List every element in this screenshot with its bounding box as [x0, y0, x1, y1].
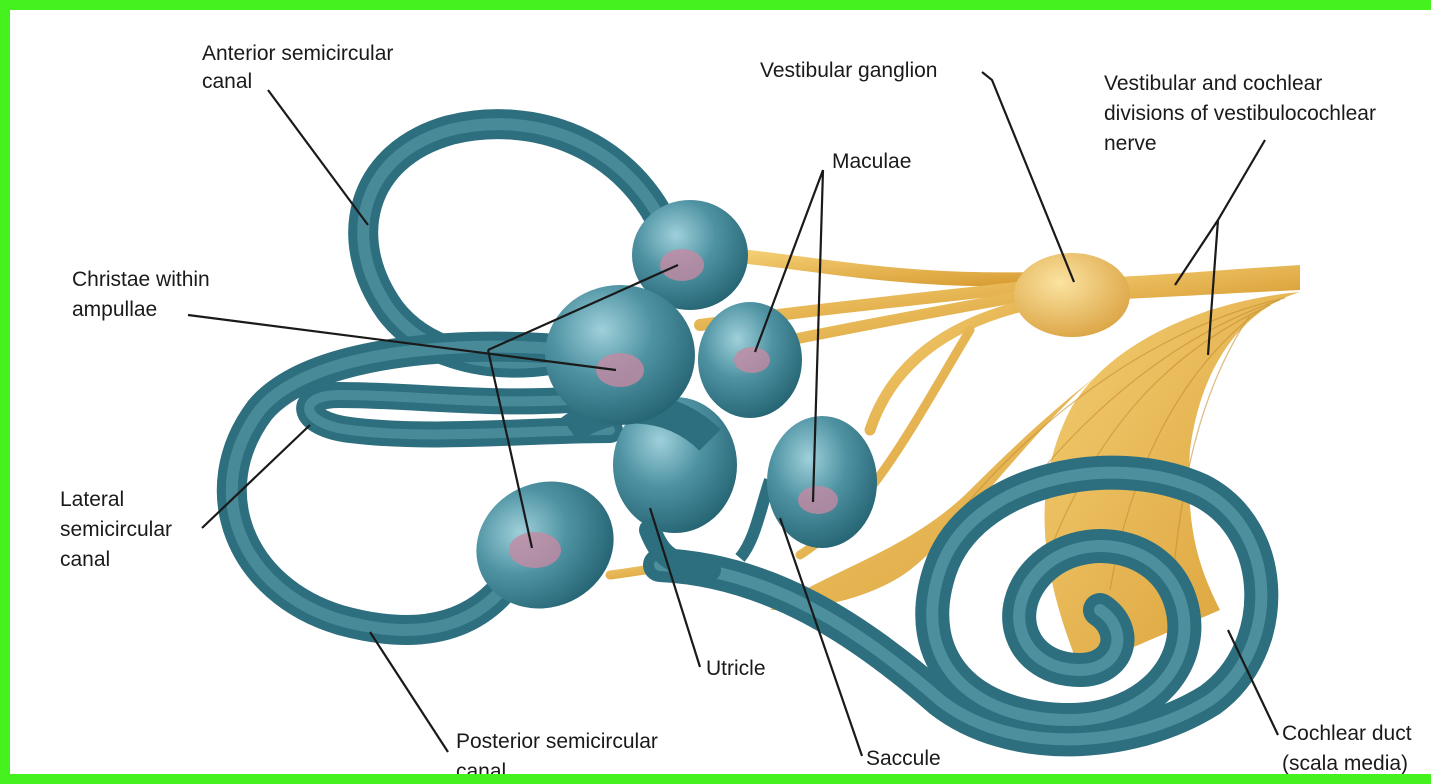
label-cochlear-duct: Cochlear duct (scala media): [1282, 722, 1417, 775]
leader-vestibular-ganglion: [982, 72, 1074, 282]
inner-ear-diagram: Anterior semicircular canal Vestibular g…: [10, 10, 1431, 784]
label-utricle: Utricle: [706, 657, 766, 680]
label-nerve-divisions: Vestibular and cochlear divisions of ves…: [1104, 72, 1382, 155]
macula-saccule: [798, 486, 838, 514]
saccule: [740, 416, 877, 558]
label-christae: Christae within ampullae: [72, 268, 216, 321]
label-maculae: Maculae: [832, 150, 911, 173]
vestibular-ganglion: [1014, 253, 1130, 337]
crista-anterior: [660, 249, 704, 281]
macula-utricle: [734, 347, 770, 373]
crista-lateral: [596, 353, 644, 387]
leader-anterior-canal: [268, 90, 368, 225]
label-saccule: Saccule: [866, 747, 941, 770]
label-lateral-canal: Lateral semicircular canal: [60, 488, 178, 571]
crista-posterior: [509, 532, 561, 568]
leader-posterior-canal: [370, 632, 448, 752]
label-anterior-canal: Anterior semicircular canal: [202, 42, 399, 93]
maculae-sacs: [698, 302, 802, 418]
label-vestibular-ganglion: Vestibular ganglion: [760, 59, 937, 82]
label-posterior-canal: Posterior semicircular canal: [456, 730, 664, 783]
